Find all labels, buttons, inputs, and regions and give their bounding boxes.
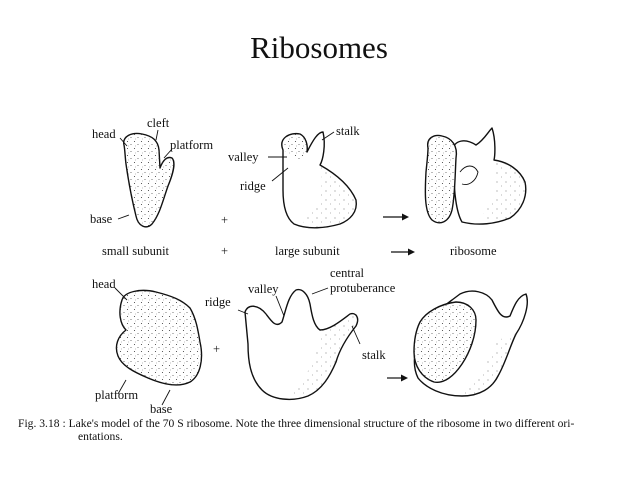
label-base-bottom: base (150, 402, 173, 416)
large-subunit-top (281, 131, 357, 229)
label-large-subunit: large subunit (275, 244, 340, 258)
slide-title: Ribosomes (250, 30, 388, 65)
label-stalk-top: stalk (336, 124, 360, 138)
label-base-top: base (90, 212, 113, 226)
label-ridge-top: ridge (240, 179, 266, 193)
label-platform-bottom: platform (95, 388, 139, 402)
arrow-top-2 (391, 248, 415, 256)
plus-bottom: + (213, 342, 221, 356)
label-valley-bottom: valley (248, 282, 279, 296)
label-valley-top: valley (228, 150, 259, 164)
label-platform-top: platform (170, 138, 214, 152)
label-central: central (330, 266, 365, 280)
ribosome-bottom (413, 290, 528, 397)
label-ribosome: ribosome (450, 244, 497, 258)
label-small-subunit: small subunit (102, 244, 170, 258)
small-subunit-bottom (115, 289, 203, 386)
caption-line-1: Fig. 3.18 : Lake's model of the 70 S rib… (18, 417, 575, 430)
caption-line-2: entations. (78, 430, 123, 443)
large-subunit-bottom (244, 288, 359, 401)
plus-top-1: + (221, 213, 229, 227)
plus-top-2: + (221, 244, 229, 258)
label-head-bottom: head (92, 277, 116, 291)
label-head-top: head (92, 127, 116, 141)
label-stalk-bottom: stalk (362, 348, 386, 362)
label-cleft: cleft (147, 116, 170, 130)
arrow-top-1 (383, 213, 409, 221)
figure-caption: Fig. 3.18 : Lake's model of the 70 S rib… (18, 417, 623, 443)
small-subunit-top (123, 132, 175, 228)
label-ridge-bottom: ridge (205, 295, 231, 309)
ribosome-top (424, 127, 527, 225)
arrow-bottom (387, 374, 408, 382)
label-protuberance: protuberance (330, 281, 396, 295)
